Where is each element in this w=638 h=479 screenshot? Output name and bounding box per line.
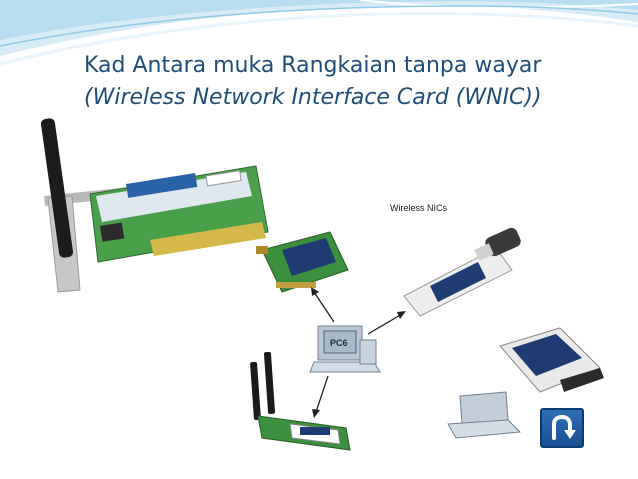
pc-label: PC6: [330, 338, 348, 348]
header-wave-decoration: [0, 0, 638, 66]
pci-wireless-card: [40, 118, 269, 293]
back-button[interactable]: [540, 408, 584, 448]
return-arrow-icon: [552, 414, 576, 440]
connection-arrows: [311, 287, 406, 418]
title-line-1: Kad Antara muka Rangkaian tanpa wayar: [84, 53, 542, 78]
laptop: [447, 391, 522, 439]
usb-wireless-adapter: [403, 227, 521, 317]
pc-computer: PC6: [309, 325, 381, 373]
pcmcia-wireless-card: [499, 327, 604, 393]
wireless-card-dual-antenna: [250, 351, 351, 451]
wireless-nics-caption: Wireless NICs: [390, 203, 448, 213]
slide-title: Kad Antara muka Rangkaian tanpa wayar (W…: [84, 50, 624, 114]
title-line-2: (Wireless Network Interface Card (WNIC)): [84, 85, 542, 110]
wireless-card-small: [256, 231, 349, 293]
